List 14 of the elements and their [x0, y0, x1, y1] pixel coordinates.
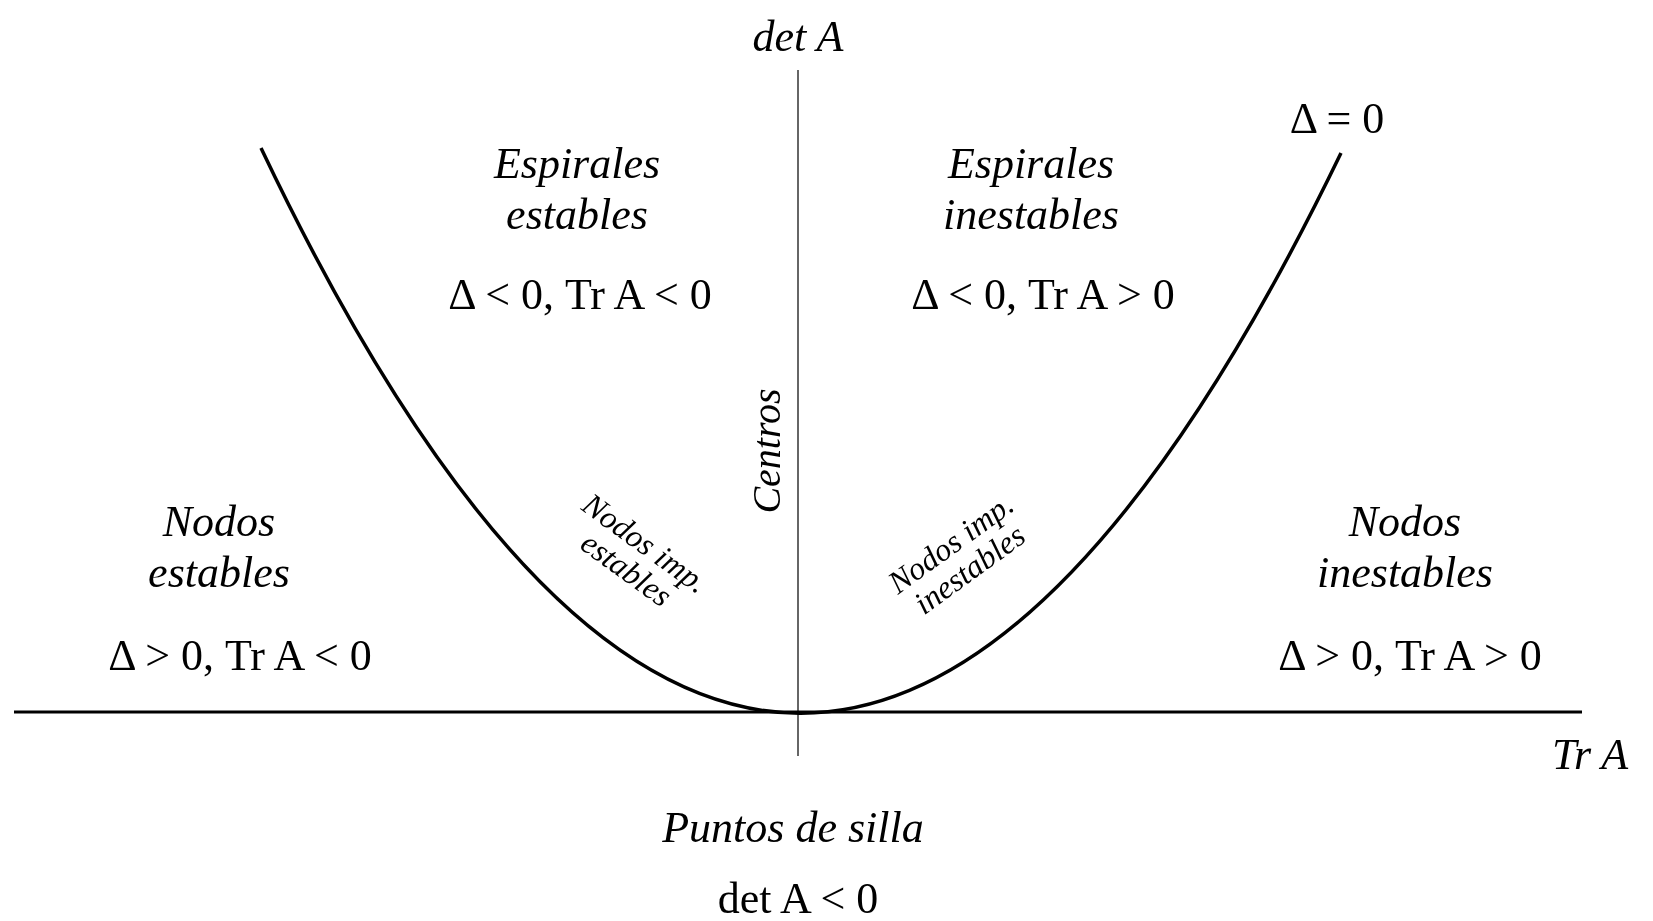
region-label: Nodos inestables: [1316, 497, 1494, 599]
region-condition: Δ > 0, Tr A > 0: [1277, 630, 1543, 682]
region-condition: Δ < 0, Tr A < 0: [447, 269, 713, 321]
region-condition: Δ < 0, Tr A > 0: [910, 269, 1176, 321]
region-condition: det A < 0: [716, 873, 880, 921]
region-label: Espirales inestables: [942, 139, 1120, 241]
region-label: Puntos de silla: [661, 802, 925, 854]
axis-label: det A: [751, 11, 845, 63]
curve-label: Δ = 0: [1288, 93, 1386, 145]
axis-segment-label: Centros: [743, 387, 790, 516]
region-label: Nodos estables: [147, 497, 291, 599]
region-label: Espirales estables: [492, 139, 662, 241]
axis-label: Tr A: [1550, 729, 1630, 781]
region-condition: Δ > 0, Tr A < 0: [107, 630, 373, 682]
